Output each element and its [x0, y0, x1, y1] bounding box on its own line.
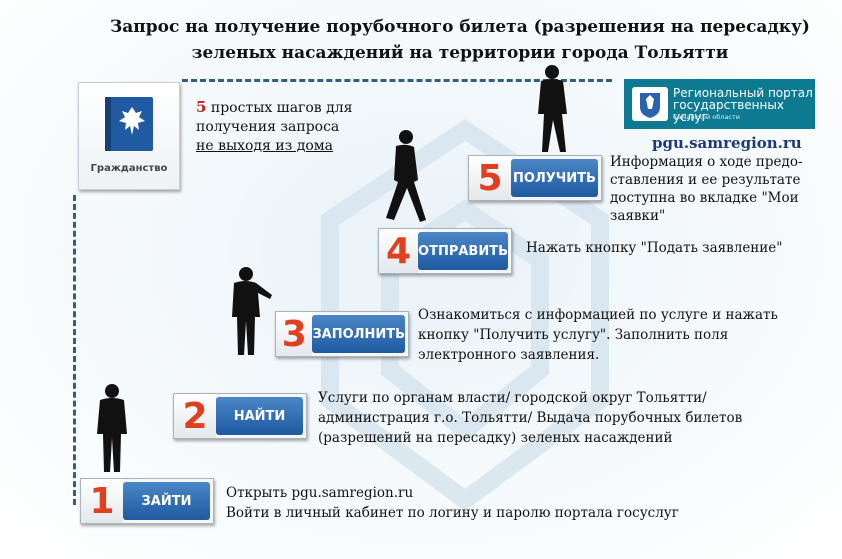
step-2-button[interactable]: 2 НАЙТИ	[173, 393, 307, 439]
step-4-label: ОТПРАВИТЬ	[418, 232, 508, 270]
page-title: Запрос на получение порубочного билета (…	[110, 14, 810, 66]
step-1-text-line-2: Войти в личный кабинет по логину и парол…	[226, 505, 679, 521]
gosuslugi-tile-label: Гражданство	[90, 163, 168, 174]
regional-portal-banner[interactable]: Региональный портал государственных услу…	[624, 79, 815, 129]
step-1-label: ЗАЙТИ	[123, 482, 210, 520]
coat-of-arms-book-icon	[105, 97, 153, 151]
businessman-gesturing-icon	[232, 267, 272, 355]
step-4-number: 4	[379, 229, 419, 273]
portal-url[interactable]: pgu.samregion.ru	[652, 134, 802, 152]
intro-number: 5	[196, 98, 207, 116]
step-4-button[interactable]: 4 ОТПРАВИТЬ	[378, 228, 512, 274]
intro-line-2: получения запроса	[196, 119, 340, 135]
portal-title-line-2: государственных услуг	[673, 98, 784, 124]
samara-crest-icon	[632, 87, 668, 121]
step-1-text-line-1: Открыть pgu.samregion.ru	[226, 485, 414, 501]
portal-title-line-1: Региональный портал	[673, 86, 813, 100]
gosuslugi-tile[interactable]: Гражданство	[78, 82, 180, 190]
businessman-standing-icon	[97, 384, 127, 472]
intro-line-3: не выходя из дома	[196, 138, 334, 154]
intro-line-1: простых шагов для	[206, 100, 353, 116]
dashed-connector-top	[182, 79, 612, 82]
intro-text: 5 простых шагов для получения запроса не…	[196, 98, 353, 156]
step-2-text-line-3: (разрешений на пересадку) зеленых насажд…	[318, 430, 673, 446]
step-5-number: 5	[469, 156, 511, 200]
step-5-text-line-2: ставления и ее результате	[610, 172, 801, 188]
step-5-text-line-3: доступна во вкладке "Мои	[610, 190, 799, 206]
dashed-connector-left	[73, 195, 76, 505]
portal-region: Самарской области	[673, 113, 741, 121]
step-3-text-line-2: кнопку "Получить услугу". Заполнить поля	[418, 327, 729, 343]
step-5-text-line-1: Информация о ходе предо-	[610, 154, 803, 170]
step-2-label: НАЙТИ	[216, 397, 303, 435]
title-line-1: Запрос на получение порубочного билета (…	[110, 17, 810, 37]
step-2-text-line-2: администрация г.о. Тольятти/ Выдача пору…	[318, 410, 743, 426]
step-2-text: Услуги по органам власти/ городской окру…	[318, 388, 742, 448]
step-3-label: ЗАПОЛНИТЬ	[312, 315, 405, 353]
step-2-text-line-1: Услуги по органам власти/ городской окру…	[318, 390, 707, 406]
step-5-label: ПОЛУЧИТЬ	[511, 159, 598, 197]
step-5-text-line-4: заявки"	[610, 208, 666, 224]
step-5-text: Информация о ходе предо- ставления и ее …	[610, 153, 803, 225]
title-line-2: зеленых насаждений на территории города …	[191, 43, 729, 63]
step-2-number: 2	[174, 394, 216, 438]
step-3-text: Ознакомиться с информацией по услуге и н…	[418, 305, 778, 365]
step-1-button[interactable]: 1 ЗАЙТИ	[80, 478, 214, 524]
step-5-button[interactable]: 5 ПОЛУЧИТЬ	[468, 155, 602, 201]
businessman-walking-up-icon	[538, 65, 567, 152]
step-3-button[interactable]: 3 ЗАПОЛНИТЬ	[275, 311, 409, 357]
step-4-text: Нажать кнопку "Подать заявление"	[526, 238, 783, 258]
step-3-text-line-1: Ознакомиться с информацией по услуге и н…	[418, 307, 778, 323]
step-3-text-line-3: электронного заявления.	[418, 347, 600, 363]
step-3-number: 3	[276, 312, 313, 356]
businessman-walking-icon	[386, 130, 426, 222]
step-4-text-line-1: Нажать кнопку "Подать заявление"	[526, 240, 783, 256]
step-1-number: 1	[81, 479, 123, 523]
step-1-text: Открыть pgu.samregion.ru Войти в личный …	[226, 483, 679, 523]
